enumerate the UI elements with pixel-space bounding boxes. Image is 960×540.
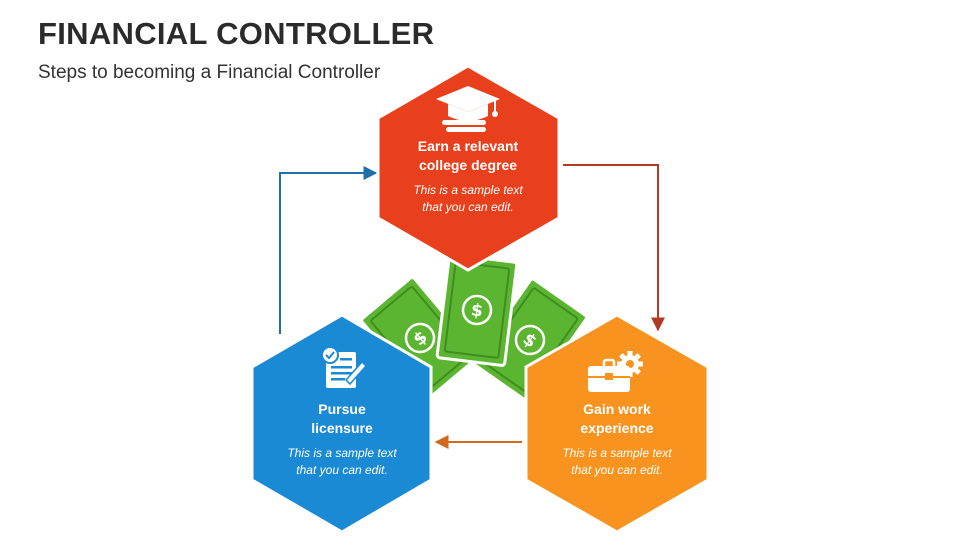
money-bill-center [435,252,519,368]
arrow-licensure-to-degree [279,166,378,334]
briefcase-gear-icon [588,351,643,392]
hex-experience [524,313,710,534]
step-degree-desc: This is a sample text that you can edit. [413,183,523,214]
step-licensure: Pursue licensure This is a sample text t… [262,400,422,479]
step-degree-title: Earn a relevant college degree [417,138,519,173]
step-licensure-desc: This is a sample text that you can edit. [287,446,397,477]
step-experience-desc: This is a sample text that you can edit. [562,446,672,477]
page-subtitle: Steps to becoming a Financial Controller [38,62,381,83]
hex-licensure [250,313,433,534]
graduation-cap-icon [436,86,500,132]
license-document-icon [321,346,368,388]
step-experience: Gain work experience This is a sample te… [537,400,697,479]
page-title: FINANCIAL CONTROLLER [38,16,435,51]
step-licensure-title: Pursue licensure [311,401,373,436]
hex-degree [376,64,561,272]
arrow-degree-to-experience [563,164,665,332]
step-degree: Earn a relevant college degree This is a… [388,137,548,216]
step-experience-title: Gain work experience [580,401,654,436]
